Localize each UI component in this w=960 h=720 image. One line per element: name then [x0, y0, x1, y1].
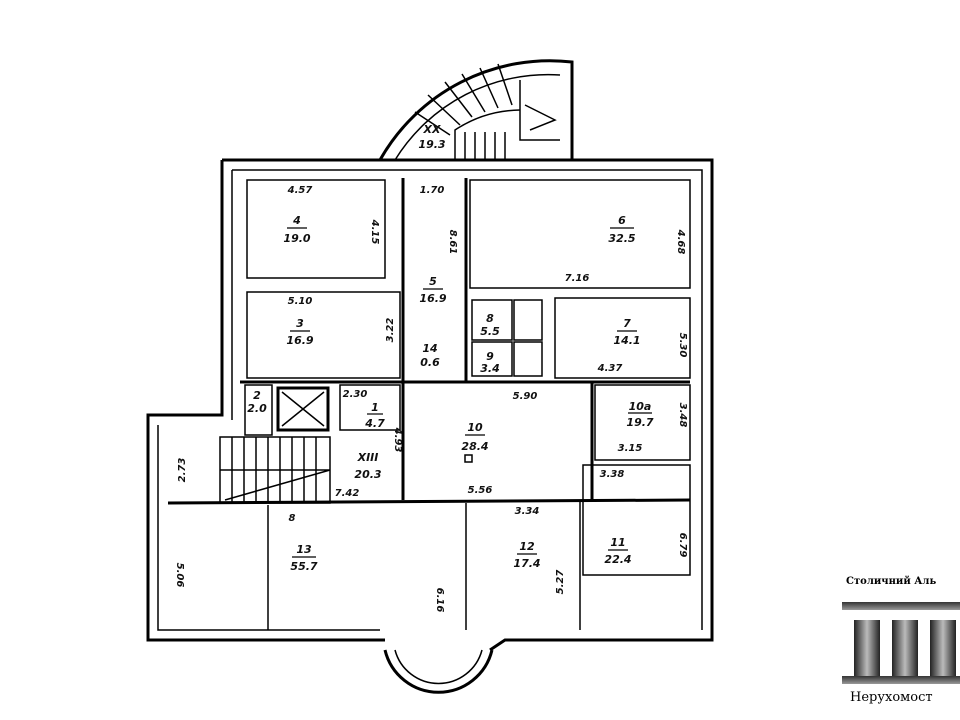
- svg-text:2.30: 2.30: [343, 389, 368, 400]
- svg-text:5.30: 5.30: [677, 333, 688, 358]
- svg-text:14.1: 14.1: [613, 334, 640, 347]
- svg-text:3.48: 3.48: [677, 403, 688, 428]
- logo-top-text: Столичний Аль: [846, 576, 937, 587]
- main-staircase: [219, 436, 331, 504]
- room-10: 10 28.4: [461, 421, 489, 463]
- svg-text:9: 9: [486, 350, 494, 363]
- room-14: 140.6: [420, 342, 440, 369]
- outer-walls: [146, 158, 714, 694]
- svg-text:5: 5: [429, 275, 437, 288]
- room-3: 316.9: [286, 317, 313, 347]
- svg-text:3: 3: [296, 317, 304, 330]
- svg-text:4.57: 4.57: [287, 185, 313, 196]
- svg-text:4.37: 4.37: [597, 363, 623, 374]
- svg-text:11: 11: [610, 536, 625, 549]
- svg-text:3.22: 3.22: [385, 318, 396, 343]
- logo-bottom-text: Нерухомост: [850, 690, 933, 705]
- room-1: 14.7: [364, 401, 385, 430]
- room-5: 516.9: [419, 275, 446, 305]
- svg-text:13: 13: [296, 543, 312, 556]
- company-logo: Столичний Аль Нерухомост: [840, 570, 960, 720]
- svg-text:6.16: 6.16: [434, 588, 445, 613]
- svg-text:8.61: 8.61: [447, 230, 458, 255]
- svg-text:5.90: 5.90: [513, 391, 538, 402]
- svg-text:6: 6: [618, 214, 626, 227]
- svg-text:XX: XX: [423, 123, 441, 136]
- logo-column: [930, 620, 956, 676]
- svg-text:55.7: 55.7: [290, 560, 317, 573]
- room-9: 93.4: [480, 350, 500, 375]
- svg-text:3.15: 3.15: [618, 443, 643, 454]
- svg-text:5.10: 5.10: [288, 296, 313, 307]
- room-13: 13 55.7: [290, 543, 317, 573]
- svg-text:7.16: 7.16: [565, 273, 590, 284]
- svg-text:22.4: 22.4: [604, 553, 631, 566]
- room-XIII: XIII 20.3: [354, 451, 381, 481]
- svg-text:28.4: 28.4: [461, 440, 488, 453]
- svg-text:3.34: 3.34: [515, 506, 540, 517]
- svg-text:4.15: 4.15: [369, 219, 380, 245]
- svg-text:19.0: 19.0: [283, 232, 310, 245]
- svg-text:5.27: 5.27: [555, 570, 566, 595]
- svg-text:4.7: 4.7: [364, 417, 385, 430]
- svg-text:1.70: 1.70: [420, 185, 445, 196]
- svg-text:3.4: 3.4: [480, 362, 500, 375]
- svg-text:8: 8: [289, 513, 296, 524]
- spiral-staircase: [378, 59, 574, 161]
- svg-text:2: 2: [253, 389, 261, 402]
- svg-text:20.3: 20.3: [354, 468, 381, 481]
- svg-text:1: 1: [371, 401, 379, 414]
- svg-text:7: 7: [623, 317, 631, 330]
- svg-text:8: 8: [486, 312, 494, 325]
- svg-text:7.42: 7.42: [335, 488, 360, 499]
- svg-text:XIII: XIII: [357, 451, 379, 464]
- room-XX: XX 19.3: [418, 123, 445, 151]
- room-labels: 419.0 516.9 632.5 316.9 85.5 93.4 714.1 …: [247, 123, 654, 573]
- logo-column: [854, 620, 880, 676]
- svg-text:10a: 10a: [629, 400, 652, 413]
- room-2: 22.0: [247, 389, 267, 415]
- svg-text:3.38: 3.38: [600, 469, 625, 480]
- svg-text:4: 4: [292, 214, 301, 227]
- room-8: 85.5: [480, 312, 500, 338]
- room-4: 419.0: [283, 214, 310, 245]
- svg-text:5.5: 5.5: [480, 325, 500, 338]
- svg-text:17.4: 17.4: [513, 557, 540, 570]
- svg-text:32.5: 32.5: [608, 232, 635, 245]
- svg-text:6.79: 6.79: [677, 533, 688, 558]
- dimension-labels: 4.57 4.15 1.70 8.61 7.16 4.68 5.10 3.22 …: [174, 185, 688, 612]
- svg-text:2.73: 2.73: [177, 458, 188, 483]
- svg-text:16.9: 16.9: [286, 334, 313, 347]
- svg-text:19.7: 19.7: [626, 416, 653, 429]
- room-7: 714.1: [613, 317, 640, 347]
- logo-beam-bottom: [842, 676, 960, 684]
- svg-text:14: 14: [422, 342, 437, 355]
- svg-text:5.56: 5.56: [468, 485, 493, 496]
- svg-text:4.68: 4.68: [675, 229, 686, 255]
- interior-walls: [167, 178, 691, 630]
- logo-beam-top: [842, 602, 960, 610]
- logo-column: [892, 620, 918, 676]
- svg-text:12: 12: [519, 540, 535, 553]
- svg-text:19.3: 19.3: [418, 138, 445, 151]
- svg-text:2.0: 2.0: [247, 402, 267, 415]
- svg-text:10: 10: [467, 421, 483, 434]
- svg-text:16.9: 16.9: [419, 292, 446, 305]
- room-12: 12 17.4: [513, 540, 540, 570]
- svg-text:4.93: 4.93: [392, 427, 403, 453]
- room-10a: 10a 19.7: [626, 400, 653, 429]
- room-6: 632.5: [608, 214, 635, 245]
- svg-text:5.06: 5.06: [174, 563, 185, 588]
- svg-text:0.6: 0.6: [420, 356, 440, 369]
- room-11: 11 22.4: [604, 536, 631, 566]
